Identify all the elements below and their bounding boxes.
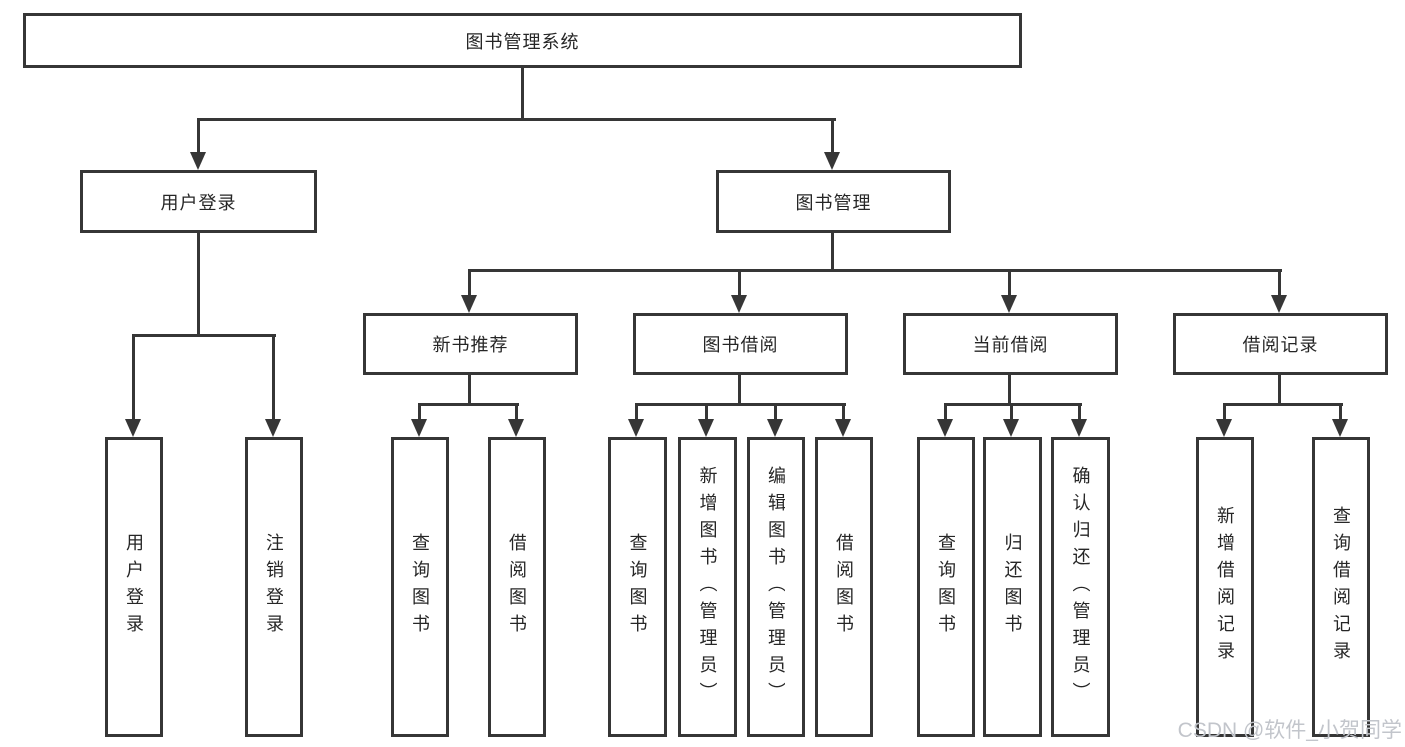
leaf-confirm-return-admin: 确认归还（管理员）: [1051, 437, 1110, 737]
connector-line: [418, 403, 519, 406]
arrow-down-icon: [731, 295, 747, 313]
leaf-query-books-borrow: 查询图书: [608, 437, 667, 737]
leaf-label: 用户登录: [125, 533, 143, 641]
node-label: 借阅记录: [1242, 335, 1319, 355]
leaf-label: 新增图书（管理员）: [698, 465, 717, 709]
arrow-down-icon: [767, 419, 783, 437]
connector-line: [1223, 403, 1226, 420]
connector-line: [132, 334, 276, 337]
leaf-borrow-books-recommend: 借阅图书: [488, 437, 546, 737]
connector-line: [738, 375, 741, 405]
watermark-text: CSDN @软件_小贺同学: [1177, 719, 1402, 742]
node-new-book-recommend: 新书推荐: [363, 313, 578, 375]
node-root: 图书管理系统: [23, 13, 1022, 68]
leaf-label: 借阅图书: [508, 533, 526, 641]
connector-line: [1278, 269, 1281, 297]
connector-line: [1339, 403, 1342, 420]
connector-line: [418, 403, 421, 420]
connector-line: [521, 68, 524, 121]
arrow-down-icon: [628, 419, 644, 437]
arrow-down-icon: [1332, 419, 1348, 437]
arrow-down-icon: [835, 419, 851, 437]
leaf-label: 查询借阅记录: [1332, 506, 1350, 668]
connector-line: [468, 269, 471, 297]
arrow-down-icon: [1003, 419, 1019, 437]
connector-line: [515, 403, 518, 420]
arrow-down-icon: [1071, 419, 1087, 437]
connector-line: [132, 334, 135, 420]
leaf-label: 新增借阅记录: [1216, 506, 1234, 668]
leaf-query-books-recommend: 查询图书: [391, 437, 449, 737]
connector-line: [635, 403, 846, 406]
connector-line: [197, 118, 836, 121]
connector-line: [1008, 269, 1011, 297]
node-label: 用户登录: [160, 192, 237, 213]
connector-line: [738, 269, 741, 297]
connector-line: [635, 403, 638, 420]
leaf-label: 编辑图书（管理员）: [767, 465, 785, 709]
arrow-down-icon: [937, 419, 953, 437]
arrow-down-icon: [265, 419, 281, 437]
connector-line: [1223, 403, 1343, 406]
arrow-down-icon: [190, 152, 206, 170]
connector-line: [1278, 375, 1281, 405]
node-label: 当前借阅: [972, 335, 1049, 355]
leaf-label: 查询图书: [628, 533, 647, 641]
connector-line: [842, 403, 845, 420]
connector-line: [831, 118, 834, 154]
leaf-return-books: 归还图书: [983, 437, 1042, 737]
connector-line: [1008, 375, 1011, 405]
arrow-down-icon: [461, 295, 477, 313]
connector-line: [197, 118, 200, 154]
leaf-label: 归还图书: [1003, 533, 1022, 641]
arrow-down-icon: [1271, 295, 1287, 313]
node-book-borrow: 图书借阅: [633, 313, 848, 375]
node-current-borrow: 当前借阅: [903, 313, 1118, 375]
arrow-down-icon: [1001, 295, 1017, 313]
connector-line: [944, 403, 947, 420]
leaf-borrow-books: 借阅图书: [815, 437, 873, 737]
node-label: 新书推荐: [432, 335, 509, 355]
node-label: 图书借阅: [702, 335, 779, 355]
node-user-login: 用户登录: [80, 170, 317, 233]
leaf-user-login: 用户登录: [105, 437, 163, 737]
leaf-label: 查询图书: [411, 533, 429, 641]
connector-line: [197, 233, 200, 336]
arrow-down-icon: [508, 419, 524, 437]
leaf-query-borrow-record: 查询借阅记录: [1312, 437, 1370, 737]
leaf-label: 借阅图书: [835, 533, 853, 641]
arrow-down-icon: [824, 152, 840, 170]
leaf-query-books-current: 查询图书: [917, 437, 975, 737]
node-borrow-records: 借阅记录: [1173, 313, 1388, 375]
leaf-add-borrow-record: 新增借阅记录: [1196, 437, 1254, 737]
connector-line: [1078, 403, 1081, 420]
arrow-down-icon: [1216, 419, 1232, 437]
leaf-label: 确认归还（管理员）: [1071, 465, 1090, 709]
leaf-label: 查询图书: [937, 533, 955, 641]
leaf-label: 注销登录: [265, 533, 283, 641]
node-label: 图书管理: [795, 192, 872, 213]
leaf-logout: 注销登录: [245, 437, 303, 737]
leaf-add-books-admin: 新增图书（管理员）: [678, 437, 737, 737]
connector-line: [468, 375, 471, 405]
connector-line: [831, 233, 834, 272]
connector-line: [944, 403, 1082, 406]
arrow-down-icon: [125, 419, 141, 437]
node-book-management: 图书管理: [716, 170, 951, 233]
connector-line: [272, 334, 275, 420]
connector-line: [705, 403, 708, 420]
node-label: 图书管理系统: [465, 31, 580, 52]
connector-line: [774, 403, 777, 420]
connector-line: [1010, 403, 1013, 420]
connector-line: [468, 269, 1282, 272]
arrow-down-icon: [411, 419, 427, 437]
leaf-edit-books-admin: 编辑图书（管理员）: [747, 437, 805, 737]
arrow-down-icon: [698, 419, 714, 437]
